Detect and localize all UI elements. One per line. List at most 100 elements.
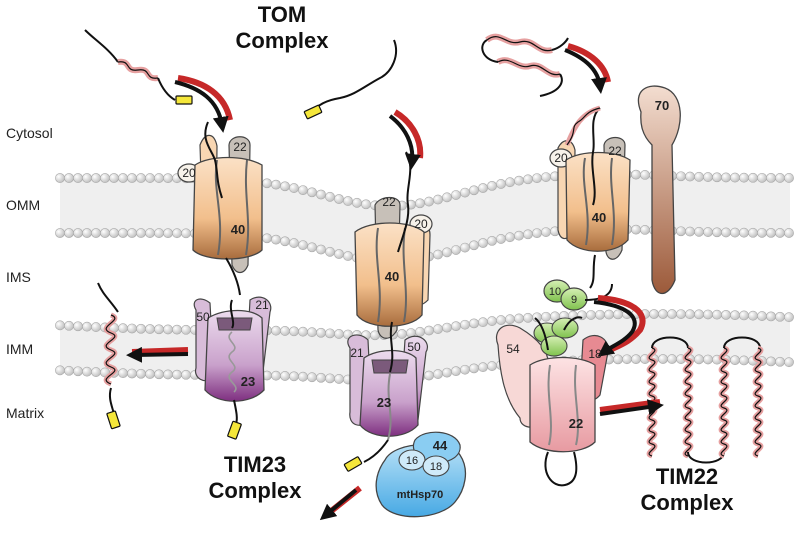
membrane-lipid (118, 323, 128, 334)
membrane-lipid (64, 365, 74, 376)
tim23-complex-left (193, 296, 272, 440)
membrane-lipid (469, 185, 479, 196)
membrane-lipid (694, 354, 704, 365)
membrane-lipid (307, 187, 317, 198)
membrane-lipid (478, 238, 488, 248)
membrane-lipid (748, 310, 758, 321)
tom-complex-left (177, 121, 263, 296)
membrane-lipid (460, 364, 470, 375)
membrane-lipid (298, 326, 308, 337)
membrane-lipid (766, 172, 776, 183)
membrane-lipid (784, 357, 794, 368)
membrane-lipid (541, 311, 551, 322)
tim18 (422, 455, 450, 477)
membrane-lipid (613, 354, 623, 365)
membrane-lipid (64, 173, 74, 183)
tom-complex-right (549, 85, 681, 295)
membrane-lipid (775, 228, 785, 238)
membrane-lipid (595, 309, 605, 320)
membrane-lipid (298, 371, 308, 382)
membrane-lipid (748, 227, 758, 238)
membrane-lipid (316, 372, 326, 383)
label-tom40-left: 40 (231, 222, 245, 237)
membrane-lipid (757, 172, 767, 183)
membrane-lipid (424, 370, 434, 381)
label-tim54: 54 (506, 342, 520, 356)
membrane-lipid (172, 369, 182, 380)
membrane-lipid (424, 196, 434, 207)
label-tom20-right: 20 (554, 151, 568, 165)
membrane-lipid (685, 309, 695, 320)
membrane-lipid (766, 227, 776, 238)
membrane-lipid (730, 355, 740, 366)
membrane-lipid (100, 228, 110, 238)
membrane-lipid (163, 173, 173, 184)
label-tim16: 16 (406, 455, 418, 467)
membrane-lipid (694, 309, 704, 320)
membrane-lipid (523, 312, 533, 323)
membrane-lipid (505, 177, 515, 188)
membrane-lipid (469, 240, 479, 251)
membrane-lipid (631, 224, 641, 235)
membrane-lipid (316, 327, 326, 338)
label-matrix: Matrix (6, 405, 45, 421)
membrane-lipid (280, 181, 290, 192)
membrane-lipid (766, 356, 776, 367)
membrane-lipid (55, 320, 65, 331)
membrane-lipid (280, 371, 290, 381)
label-tim18: 18 (430, 461, 442, 473)
carrier-helix (684, 347, 692, 457)
membrane-lipid (739, 310, 749, 321)
membrane-lipid (136, 173, 146, 183)
membrane-lipid (271, 234, 281, 245)
membrane-lipid (118, 173, 128, 183)
membrane-lipid (496, 234, 506, 244)
membrane-lipid (433, 369, 443, 379)
membrane-lipid (325, 191, 335, 202)
imm-helix-left (97, 282, 121, 430)
membrane-lipid (514, 175, 524, 186)
title-tim22-line1: TIM22 (655, 464, 719, 489)
membrane-lipid (757, 227, 767, 238)
membrane-lipid (460, 187, 470, 198)
membrane-lipid (280, 236, 290, 247)
title-tim23-complex: TIM23 Complex (190, 452, 320, 504)
membrane-lipid (397, 329, 407, 339)
membrane-lipid (127, 368, 137, 379)
label-tim9: 9 (571, 294, 577, 306)
membrane-lipid (514, 313, 524, 324)
membrane-lipid (469, 318, 479, 329)
membrane-lipid (334, 374, 344, 384)
membrane-lipid (73, 366, 83, 377)
membrane-lipid (145, 173, 155, 183)
membrane-lipid (523, 174, 533, 185)
membrane-lipid (658, 354, 668, 364)
membrane-lipid (433, 249, 443, 260)
protein-labels: 40 20 22 40 22 20 40 20 22 70 50 21 23 2… (182, 98, 669, 501)
membrane-lipid (64, 228, 74, 238)
membrane-lipid (334, 194, 344, 204)
membrane-lipid (433, 324, 443, 334)
label-tim21-middle: 21 (350, 346, 364, 360)
membrane-lipid (640, 170, 650, 180)
membrane-lipid (73, 228, 83, 238)
label-tim22-18: 18 (588, 347, 602, 361)
membrane-lipid (361, 199, 371, 210)
label-tim23-left: 23 (241, 374, 255, 389)
membrane-lipid (604, 309, 614, 320)
membrane-lipid (136, 368, 146, 379)
title-tom-line1: TOM (257, 2, 307, 27)
membrane-lipid (280, 326, 290, 336)
membrane-lipid (658, 309, 668, 319)
membrane-lipid (505, 314, 515, 325)
membrane-lipid (442, 192, 452, 203)
membrane-lipid (442, 247, 452, 258)
membrane-lipid (784, 312, 794, 323)
label-tom22-middle: 22 (382, 195, 396, 209)
label-tim50-left: 50 (196, 310, 210, 324)
membrane-lipid (118, 228, 128, 238)
membrane-lipid (307, 327, 317, 338)
membrane-lipid (739, 172, 749, 183)
membrane-lipid (487, 316, 497, 326)
